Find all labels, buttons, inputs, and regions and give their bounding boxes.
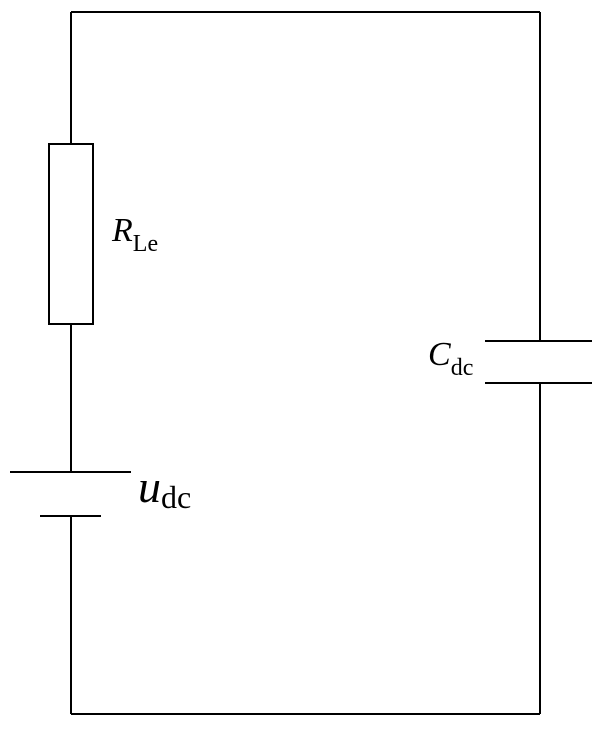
capacitor-symbol: C bbox=[428, 336, 451, 373]
resistor-body bbox=[48, 143, 94, 325]
source-label: udc bbox=[138, 461, 191, 514]
source-subscript: dc bbox=[161, 479, 192, 515]
resistor-symbol: R bbox=[112, 212, 133, 249]
capacitor-subscript: dc bbox=[450, 355, 474, 381]
resistor-label: RLe bbox=[112, 212, 158, 257]
capacitor-label: Cdc bbox=[428, 336, 473, 381]
source-symbol: u bbox=[138, 461, 161, 512]
resistor-subscript: Le bbox=[132, 231, 159, 257]
